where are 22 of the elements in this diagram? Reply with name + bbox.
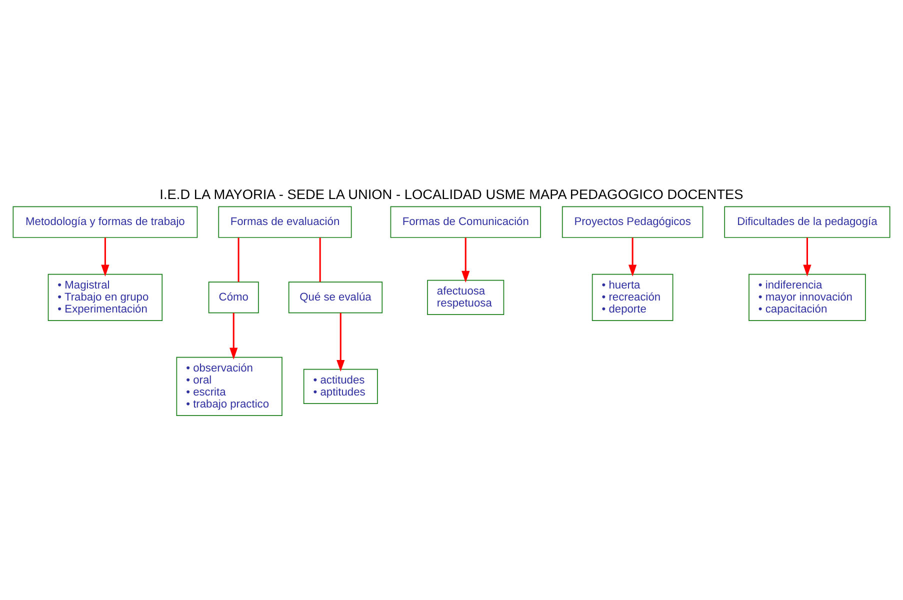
node-box: • Magistral • Trabajo en grupo • Experimentación — [48, 274, 163, 321]
arrow — [230, 312, 238, 360]
connector — [238, 238, 240, 282]
node-box: Dificultades de la pedagogía — [724, 206, 890, 238]
node-box: Qué se evalúa — [288, 282, 383, 314]
node-box: Proyectos Pedagógicos — [562, 206, 704, 238]
arrow — [101, 238, 110, 276]
node-box: Metodología y formas de trabajo — [12, 206, 198, 238]
connector — [319, 238, 321, 282]
node-box: Formas de evaluación — [218, 206, 352, 238]
node-box: • huerta • recreación • deporte — [592, 274, 674, 321]
node-box: Formas de Comunicación — [390, 206, 541, 238]
arrow — [628, 238, 637, 276]
node-box: Cómo — [208, 282, 259, 314]
arrow — [462, 238, 470, 283]
diagram-title: I.E.D LA MAYORIA - SEDE LA UNION - LOCALIDAD USME MAPA PEDAGOGICO DOCENTES — [160, 186, 744, 202]
node-box: afectuosa respetuosa — [427, 280, 504, 315]
arrow — [336, 312, 345, 372]
node-box: • indiferencia • mayor innovación • capacitación — [748, 274, 866, 321]
node-box: • actitudes • aptitudes — [303, 368, 378, 404]
arrow — [803, 238, 812, 276]
node-box: • observación • oral • escrita • trabajo practico — [176, 356, 282, 416]
